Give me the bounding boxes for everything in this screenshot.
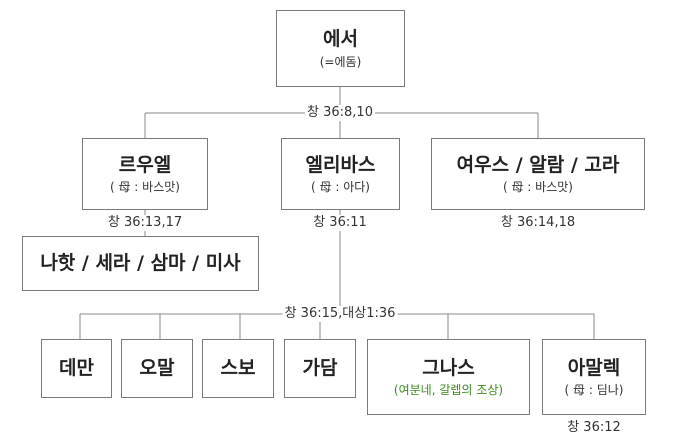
kenaz-name: 그나스 [422,356,475,379]
node-eliphaz: 엘리바스 ( 母 : 아다) [281,138,400,210]
node-omar: 오말 [121,339,193,398]
root-name: 에서 [323,28,358,50]
ref-eliphaz: 창 36:11 [311,215,369,231]
ref-reuel: 창 36:13,17 [105,215,185,231]
root-node: 에서 (=에돔) [276,10,405,87]
ref-root-children: 창 36:8,10 [305,105,375,121]
ref-eliphaz-children: 창 36:15,대상1:36 [282,306,398,322]
teman-name: 데만 [59,357,94,380]
kenaz-sub: (여분네, 갈렙의 조상) [393,383,504,398]
ref-jeush: 창 36:14,18 [498,215,578,231]
amalek-name: 아말렉 [567,356,621,379]
node-zepho: 스보 [202,339,274,398]
amalek-sub: ( 母 : 딤나) [564,383,624,398]
node-teman: 데만 [41,339,112,398]
eliphaz-sub: ( 母 : 아다) [311,180,370,195]
jeush-sub: ( 母 : 바스맛) [503,180,573,195]
root-sub: (=에돔) [319,54,362,69]
node-amalek: 아말렉 ( 母 : 딤나) [542,339,646,415]
ref-amalek: 창 36:12 [565,420,623,436]
reuel-name: 르우엘 [118,153,172,176]
node-reuel: 르우엘 ( 母 : 바스맛) [82,138,208,210]
node-jeush: 여우스 / 알람 / 고라 ( 母 : 바스맛) [431,138,645,210]
reuel-children-name: 나핫 / 세라 / 삼마 / 미사 [40,252,241,275]
reuel-sub: ( 母 : 바스맛) [110,180,180,195]
node-reuel-children: 나핫 / 세라 / 삼마 / 미사 [22,236,259,291]
gatam-name: 가담 [302,357,338,380]
node-kenaz: 그나스 (여분네, 갈렙의 조상) [367,339,530,415]
omar-name: 오말 [139,357,175,380]
eliphaz-name: 엘리바스 [305,153,376,176]
node-gatam: 가담 [284,339,356,398]
zepho-name: 스보 [220,357,256,380]
jeush-name: 여우스 / 알람 / 고라 [456,153,620,176]
